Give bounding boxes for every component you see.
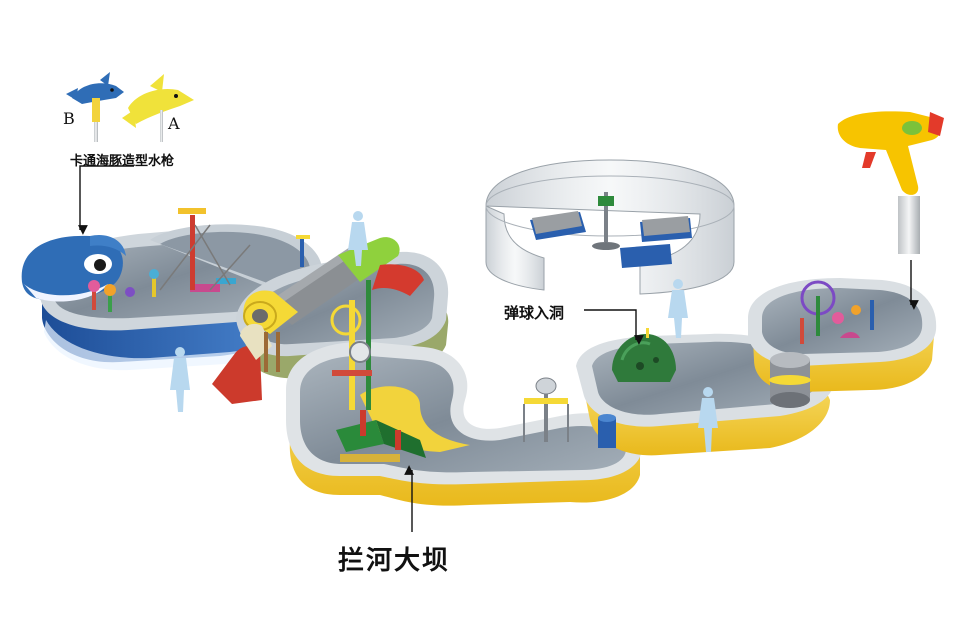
callout-arrow-pinball — [584, 309, 644, 345]
callout-arrow-dolphin — [78, 165, 134, 235]
dolphin-yellow-icon — [122, 74, 194, 142]
tube-slide — [212, 237, 424, 404]
glass-enclosure — [485, 159, 735, 295]
pinball-cave — [612, 328, 676, 382]
marker-a-label: A — [168, 114, 180, 133]
marker-b-label: B — [63, 109, 75, 128]
dolphin-gun-caption: 卡通海豚造型水枪 — [70, 154, 175, 169]
grey-cylinder — [769, 352, 811, 408]
gear-tower — [296, 235, 372, 410]
right-pool-toys — [800, 280, 874, 344]
water-pistol-icon — [837, 111, 944, 254]
center-spinner — [523, 377, 616, 448]
river-dam-caption: 拦河大坝 — [338, 546, 451, 576]
river-dam — [336, 410, 426, 462]
human-figure-left — [170, 347, 190, 412]
human-figure-top — [348, 211, 368, 266]
human-figure-icon — [170, 211, 718, 452]
dolphin-blue-icon — [66, 72, 124, 142]
left-pool-toys — [88, 208, 251, 312]
pinball-hole-caption: 弹球入洞 — [504, 304, 565, 322]
human-figure-center — [668, 279, 688, 338]
human-figure-right — [698, 387, 718, 452]
